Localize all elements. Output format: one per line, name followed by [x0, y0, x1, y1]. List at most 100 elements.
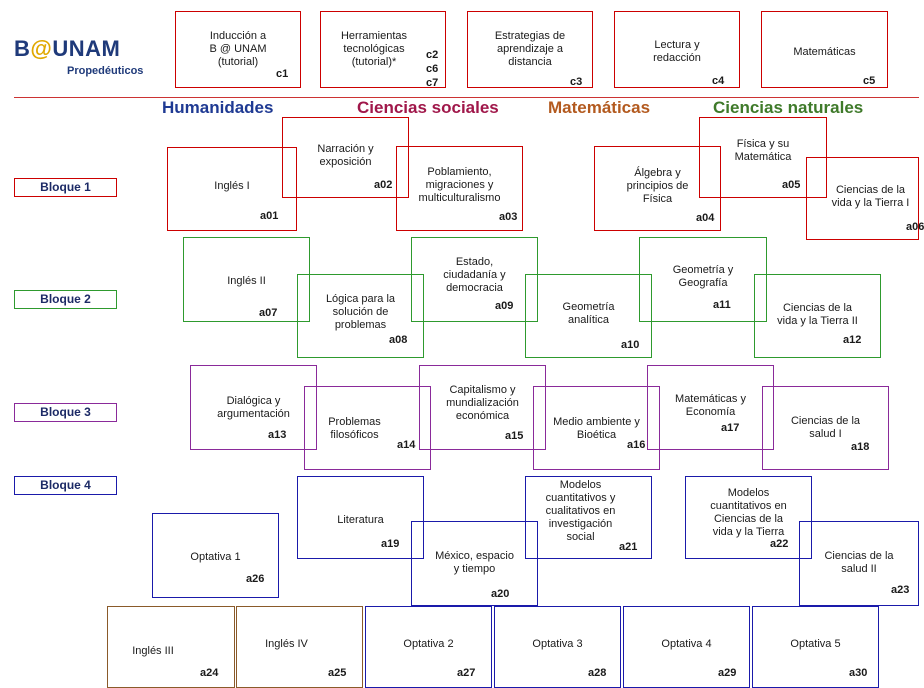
area-humanidades: Humanidades: [162, 98, 274, 117]
course-a29[interactable]: Optativa 4 a29: [623, 606, 750, 688]
course-a26[interactable]: Optativa 1 a26: [152, 513, 279, 598]
course-a19-code: a19: [381, 538, 400, 550]
course-a23-name: Ciencias de la salud II: [824, 550, 894, 575]
course-a05[interactable]: Física y su Matemática a05: [699, 117, 827, 198]
module-c5[interactable]: Matemáticas c5: [761, 11, 888, 88]
course-a24[interactable]: Inglés III a24: [107, 606, 235, 688]
module-c3-name: Estrategias de aprendizaje a distancia: [494, 30, 566, 68]
course-a07[interactable]: Inglés II a07: [183, 237, 310, 322]
logo-unam: UNAM: [52, 36, 121, 61]
course-a30-name: Optativa 5: [790, 638, 841, 650]
course-a02-name: Narración y exposición: [317, 143, 374, 168]
course-a11-code: a11: [713, 299, 731, 311]
course-a13-name: Dialógica y argumentación: [217, 395, 290, 420]
logo-b: B: [14, 36, 31, 61]
bloque-3-label: Bloque 3: [14, 403, 117, 422]
course-a10-name: Geometría analítica: [562, 301, 615, 326]
course-a03[interactable]: Poblamiento, migraciones y multicultural…: [396, 146, 523, 231]
course-a09[interactable]: Estado, ciudadanía y democracia a09: [411, 237, 538, 322]
course-a06-name: Ciencias de la vida y la Tierra I: [831, 184, 910, 209]
course-a29-code: a29: [718, 667, 737, 679]
bloque-2-label: Bloque 2: [14, 290, 117, 309]
module-c2[interactable]: Herramientas tecnológicas (tutorial)* c2…: [320, 11, 446, 89]
module-c5-code: c5: [863, 75, 876, 87]
header-divider: [14, 97, 919, 98]
course-a21-code: a21: [619, 541, 638, 553]
course-a17-code: a17: [721, 422, 740, 434]
course-a20-name: México, espacio y tiempo: [435, 550, 514, 575]
course-a12[interactable]: Ciencias de la vida y la Tierra II a12: [754, 274, 881, 358]
course-a30[interactable]: Optativa 5 a30: [752, 606, 879, 688]
course-a18-code: a18: [851, 441, 870, 453]
course-a17[interactable]: Matemáticas y Economía a17: [647, 365, 774, 450]
course-a20[interactable]: México, espacio y tiempo a20: [411, 521, 538, 606]
course-a01[interactable]: Inglés I a01: [167, 147, 297, 231]
module-c2-code-c7: c7: [426, 77, 439, 89]
course-a18[interactable]: Ciencias de la salud I a18: [762, 386, 889, 470]
course-a08[interactable]: Lógica para la solución de problemas a08: [297, 274, 424, 358]
course-a14-code: a14: [397, 439, 416, 451]
module-c2-code-c2: c2: [426, 49, 439, 61]
course-a21-name: Modelos cuantitativos y cualitativos en …: [545, 479, 616, 543]
course-a14[interactable]: Problemas filosóficos a14: [304, 386, 431, 470]
course-a25-name: Inglés IV: [265, 638, 308, 650]
course-a12-code: a12: [843, 334, 862, 346]
course-a08-code: a08: [389, 334, 408, 346]
module-c1[interactable]: Inducción a B @ UNAM (tutorial) c1: [175, 11, 301, 88]
module-c3-code: c3: [570, 76, 583, 88]
course-a24-name: Inglés III: [132, 645, 174, 657]
course-a15[interactable]: Capitalismo y mundialización económica a…: [419, 365, 546, 450]
course-a19[interactable]: Literatura a19: [297, 476, 424, 559]
module-c4-code: c4: [712, 75, 725, 87]
course-a13[interactable]: Dialógica y argumentación a13: [190, 365, 317, 450]
course-a16[interactable]: Medio ambiente y Bioética a16: [533, 386, 660, 470]
course-a29-name: Optativa 4: [661, 638, 712, 650]
course-a02-code: a02: [374, 179, 393, 191]
course-a21[interactable]: Modelos cuantitativos y cualitativos en …: [525, 476, 652, 559]
course-a20-code: a20: [491, 588, 510, 600]
course-a03-code: a03: [499, 211, 518, 223]
course-a06[interactable]: Ciencias de la vida y la Tierra I a06: [806, 157, 924, 240]
course-a07-code: a07: [259, 307, 278, 319]
course-a09-code: a09: [495, 300, 514, 312]
course-a24-code: a24: [200, 667, 219, 679]
course-a14-name: Problemas filosóficos: [328, 416, 381, 441]
course-a22-code: a22: [770, 538, 789, 550]
course-a10[interactable]: Geometría analítica a10: [525, 274, 652, 358]
module-c4[interactable]: Lectura y redacción c4: [614, 11, 740, 88]
course-a27[interactable]: Optativa 2 a27: [365, 606, 492, 688]
logo: B@UNAM Propedéuticos: [14, 36, 164, 86]
module-c2-name: Herramientas tecnológicas (tutorial)*: [340, 30, 408, 68]
bloque-1-label: Bloque 1: [14, 178, 117, 197]
course-a15-code: a15: [505, 430, 524, 442]
course-a28[interactable]: Optativa 3 a28: [494, 606, 621, 688]
course-a27-name: Optativa 2: [403, 638, 454, 650]
course-a04-name: Álgebra y principios de Física: [626, 167, 689, 205]
course-a26-name: Optativa 1: [190, 551, 241, 563]
module-c1-code: c1: [276, 68, 289, 80]
module-c3[interactable]: Estrategias de aprendizaje a distancia c…: [467, 11, 593, 88]
course-a02[interactable]: Narración y exposición a02: [282, 117, 409, 198]
course-a12-name: Ciencias de la vida y la Tierra II: [777, 302, 858, 327]
course-a05-name: Física y su Matemática: [734, 138, 792, 163]
course-a01-code: a01: [260, 210, 279, 222]
course-a25[interactable]: Inglés IV a25: [236, 606, 363, 688]
course-a05-code: a05: [782, 179, 801, 191]
area-ciencias-sociales: Ciencias sociales: [357, 98, 499, 117]
module-c4-name: Lectura y redacción: [653, 39, 701, 64]
course-a11-name: Geometría y Geografía: [672, 264, 734, 289]
course-a26-code: a26: [246, 573, 265, 585]
logo-subtitle: Propedéuticos: [67, 65, 144, 77]
course-a19-name: Literatura: [337, 514, 384, 526]
logo-at: @: [30, 36, 53, 61]
course-a23[interactable]: Ciencias de la salud II a23: [799, 521, 919, 606]
area-ciencias-naturales: Ciencias naturales: [713, 98, 864, 117]
course-a11[interactable]: Geometría y Geografía a11: [639, 237, 767, 322]
course-a22[interactable]: Modelos cuantitativos en Ciencias de la …: [685, 476, 812, 559]
course-a16-code: a16: [627, 439, 646, 451]
course-a07-name: Inglés II: [227, 275, 266, 287]
course-a22-name: Modelos cuantitativos en Ciencias de la …: [710, 487, 787, 538]
course-a03-name: Poblamiento, migraciones y multicultural…: [418, 166, 501, 204]
course-a04[interactable]: Álgebra y principios de Física a04: [594, 146, 721, 231]
course-a18-name: Ciencias de la salud I: [790, 415, 861, 440]
